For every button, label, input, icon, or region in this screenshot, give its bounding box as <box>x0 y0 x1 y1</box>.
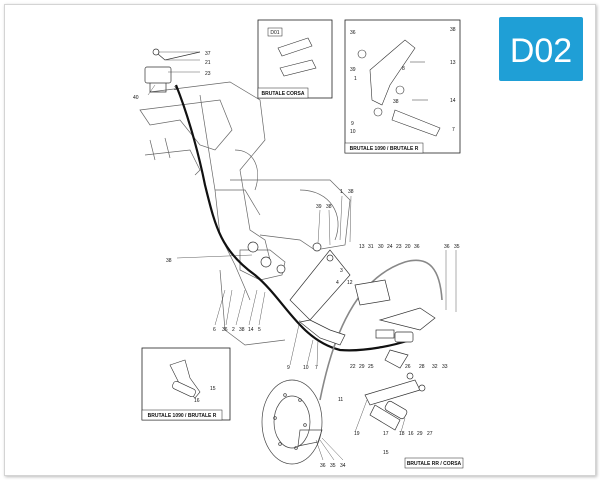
callout: 31 <box>368 244 374 250</box>
callout: 22 <box>350 364 356 370</box>
callout: 36 <box>414 244 420 250</box>
callout: 7 <box>315 365 318 371</box>
inset-brutale-corsa: D01 BRUTALE CORSA <box>257 19 333 99</box>
brake-pedal <box>247 241 436 369</box>
callout: 12 <box>347 280 353 286</box>
callout: 17 <box>383 431 389 437</box>
callout: 24 <box>387 244 393 250</box>
callout: 32 <box>432 364 438 370</box>
callout: 6 <box>213 327 216 333</box>
callout: 4 <box>336 280 339 286</box>
callout: 8 <box>402 66 405 72</box>
inset-caption: BRUTALE RR / CORSA <box>407 461 462 467</box>
brake-disc <box>261 379 323 465</box>
callout: 15 <box>210 386 216 392</box>
callout: 10 <box>303 365 309 371</box>
callout: 10 <box>350 129 356 135</box>
callout: 9 <box>287 365 290 371</box>
callout: 11 <box>338 397 343 403</box>
inset-caption: BRUTALE 1090 / BRUTALE R <box>350 146 419 152</box>
callout: 38 <box>393 99 399 105</box>
inset-caption: BRUTALE 1090 / BRUTALE R <box>148 413 217 419</box>
callout: 26 <box>405 364 411 370</box>
leader-lines <box>147 51 457 461</box>
callout: 16 <box>194 398 200 404</box>
callout: 5 <box>258 327 261 333</box>
callout: 29 <box>359 364 365 370</box>
callout: 29 <box>417 431 423 437</box>
badge-code: D02 <box>510 32 572 70</box>
inset-brutale-1090-bottom: BRUTALE 1090 / BRUTALE R <box>141 347 231 421</box>
rearset-rr <box>364 372 426 431</box>
callout: 14 <box>248 327 254 333</box>
callout: 30 <box>378 244 384 250</box>
callout: 36 <box>444 244 450 250</box>
callout: 14 <box>450 98 456 104</box>
callout: 1 <box>354 76 357 82</box>
callout: 38 <box>326 204 332 210</box>
secondary-cable <box>319 259 443 401</box>
callout: 36 <box>222 327 228 333</box>
callout: 18 <box>399 431 405 437</box>
callout: 38 <box>450 27 456 33</box>
callout: 23 <box>396 244 402 250</box>
callout: 35 <box>454 244 460 250</box>
callout: 13 <box>359 244 365 250</box>
callout: 16 <box>408 431 414 437</box>
callout: 39 <box>316 204 322 210</box>
callout-numbers: 37 21 23 40 3 36 38 39 1 8 13 38 14 9 10… <box>133 27 460 469</box>
callout: 37 <box>205 51 211 57</box>
callout: 35 <box>330 463 336 469</box>
inset-brutale-1090-top: BRUTALE 1090 / BRUTALE R <box>344 19 461 154</box>
callout: 40 <box>133 95 139 101</box>
callout: 38 <box>348 189 354 195</box>
callout: 20 <box>405 244 411 250</box>
reservoir-assembly <box>144 48 201 93</box>
callout: 36 <box>320 463 326 469</box>
callout: 34 <box>340 463 346 469</box>
callout: 3 <box>340 268 343 274</box>
callout: 38 <box>166 258 172 264</box>
callout: 15 <box>383 450 389 456</box>
callout: 19 <box>354 431 360 437</box>
callout: 39 <box>350 67 356 73</box>
callout: 21 <box>205 60 211 66</box>
callout: 3 <box>174 86 177 92</box>
callout: 36 <box>350 30 356 36</box>
callout: 2 <box>232 327 235 333</box>
callout: 25 <box>368 364 374 370</box>
callout: 1 <box>340 189 343 195</box>
inset-brutale-rr: BRUTALE RR / CORSA <box>404 457 464 469</box>
callout: 27 <box>427 431 433 437</box>
callout: 13 <box>450 60 456 66</box>
callout: 23 <box>205 71 211 77</box>
inset-caption: BRUTALE CORSA <box>262 91 305 97</box>
section-badge: D02 <box>497 15 585 83</box>
callout: 7 <box>452 127 455 133</box>
callout: 28 <box>419 364 425 370</box>
callout: 38 <box>239 327 245 333</box>
control-cable <box>174 84 411 352</box>
callout: 9 <box>351 121 354 127</box>
callout: 33 <box>442 364 448 370</box>
inset-code: D01 <box>270 30 279 36</box>
